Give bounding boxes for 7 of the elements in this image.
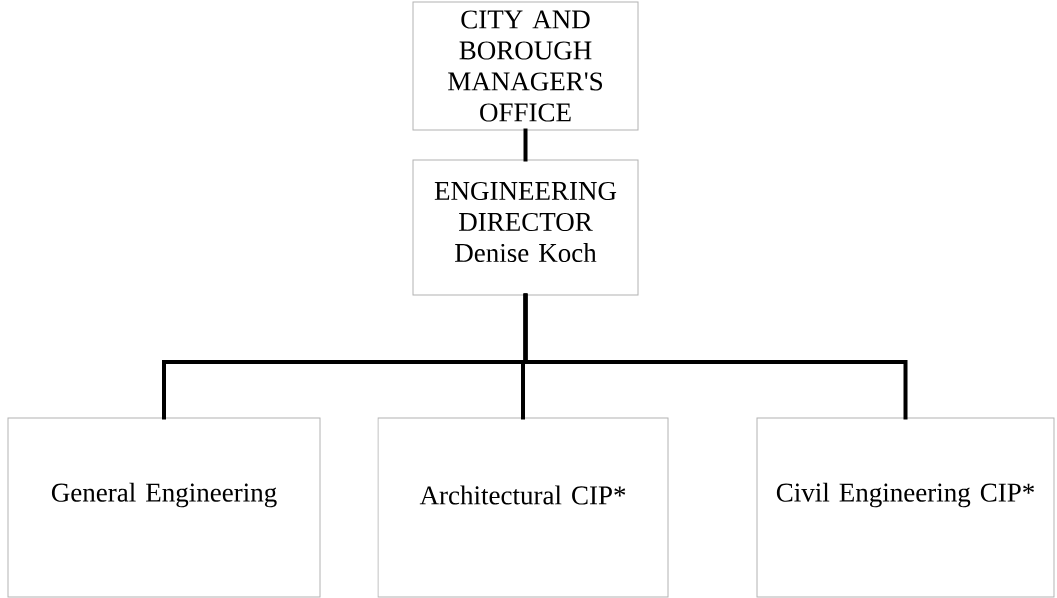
org-box: Civil Engineering CIP* <box>756 417 1055 598</box>
org-box: General Engineering <box>7 417 321 598</box>
org-box: Architectural CIP* <box>377 417 669 598</box>
connector-line <box>523 293 908 420</box>
org-box: ENGINEERING DIRECTOR Denise Koch <box>412 159 639 296</box>
connector-line <box>523 128 528 162</box>
org-box: CITY AND BOROUGH MANAGER'S OFFICE <box>412 1 639 131</box>
